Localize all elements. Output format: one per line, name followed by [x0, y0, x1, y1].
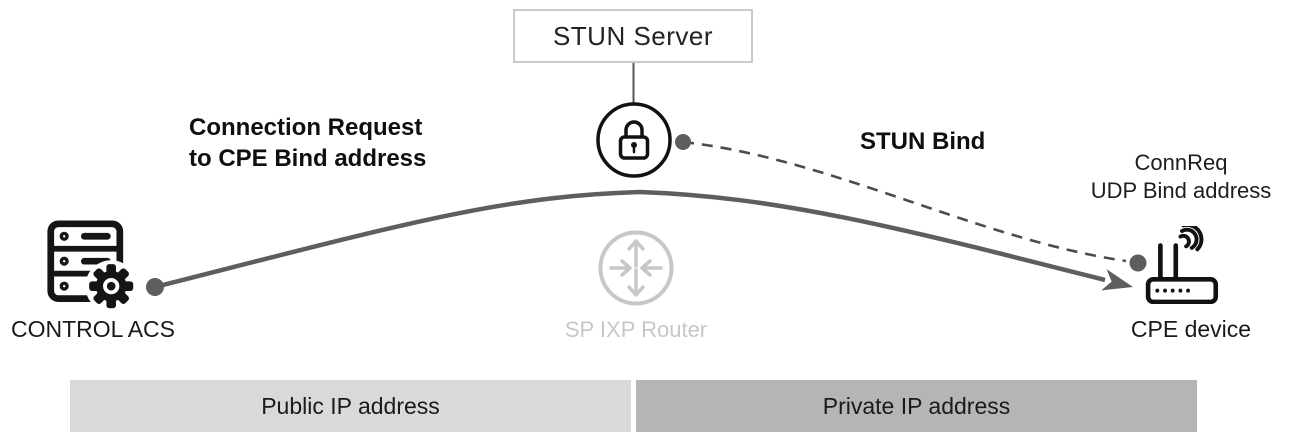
stun-server-label: STUN Server: [552, 20, 714, 51]
lock-icon: [596, 102, 672, 178]
cpe-device-label: CPE device: [1130, 316, 1252, 342]
cpe-endpoint-dot: [1129, 254, 1147, 272]
private-ip-zone-label: Private IP address: [822, 392, 1011, 419]
stun-bind-dashed-curve: [682, 140, 1127, 263]
connreq-udp-annotation: ConnReq UDP Bind address: [1031, 149, 1300, 205]
stun-bind-annotation: STUN Bind: [860, 128, 986, 155]
connection-request-annotation: Connection Request to CPE Bind address: [189, 112, 426, 174]
public-ip-zone-bar: Public IP address: [70, 380, 631, 432]
stun-endpoint-dot: [675, 134, 691, 150]
connection-request-line2: to CPE Bind address: [189, 145, 427, 172]
connection-request-arc: [154, 189, 1106, 290]
private-ip-zone-bar: Private IP address: [636, 380, 1197, 432]
control-acs-label: CONTROL ACS: [10, 316, 175, 342]
public-ip-zone-label: Public IP address: [261, 392, 440, 419]
connreq-line1: ConnReq: [1134, 150, 1228, 175]
router-crossroads-icon: [598, 230, 674, 306]
stun-server-box: STUN Server: [513, 9, 753, 63]
connreq-line2: UDP Bind address: [1090, 178, 1272, 203]
acs-endpoint-dot: [146, 278, 164, 296]
arrowhead: [1101, 269, 1133, 291]
gear-glyph: [89, 264, 134, 309]
wifi-router-icon: [1145, 226, 1219, 304]
sp-ixp-router-label: SP IXP Router: [564, 317, 708, 342]
connection-request-line1: Connection Request: [189, 114, 423, 141]
server-gear-icon: [47, 220, 138, 313]
